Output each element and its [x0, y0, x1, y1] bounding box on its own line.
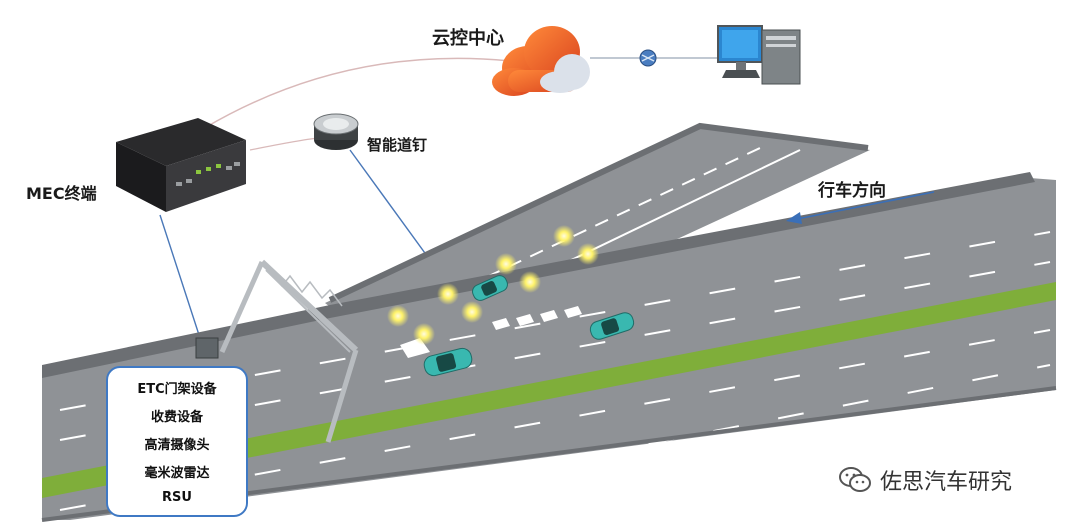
cloud-center-label: 云控中心	[432, 28, 504, 49]
mec-box-icon	[116, 118, 246, 212]
mec-terminal-label: MEC终端	[26, 184, 97, 203]
smart-stud-label: 智能道钉	[367, 136, 428, 154]
roadside-equipment-box: ETC门架设备 收费设备 高清摄像头 毫米波雷达 RSU	[106, 366, 248, 517]
roadside-cabinet	[195, 337, 219, 359]
equipment-item: RSU	[162, 489, 192, 505]
stud-lights	[387, 225, 599, 345]
equipment-item: 毫米波雷达	[144, 465, 210, 481]
arrow-left-icon	[786, 191, 935, 224]
etc-gantry	[219, 259, 359, 443]
equipment-item: 收费设备	[150, 410, 203, 426]
mec-to-cloud-link	[169, 57, 521, 151]
wechat-icon	[839, 467, 871, 492]
network-node-icon	[639, 49, 657, 67]
desktop-computer-icon	[717, 25, 801, 85]
equipment-item: 高清摄像头	[144, 437, 210, 453]
smart-stud-icon	[313, 113, 359, 150]
driving-direction-label: 行车方向	[818, 181, 886, 201]
watermark-text: 佐思汽车研究	[880, 470, 1013, 495]
gore-markings	[400, 306, 582, 358]
mec-to-cabinet-link	[159, 214, 201, 339]
cloud-icon	[492, 26, 590, 96]
equipment-item: ETC门架设备	[137, 382, 217, 398]
watermark: 佐思汽车研究	[838, 464, 1012, 496]
car-icon	[423, 275, 635, 377]
median-strip	[42, 282, 1056, 498]
mec-to-stud-link	[249, 137, 319, 151]
